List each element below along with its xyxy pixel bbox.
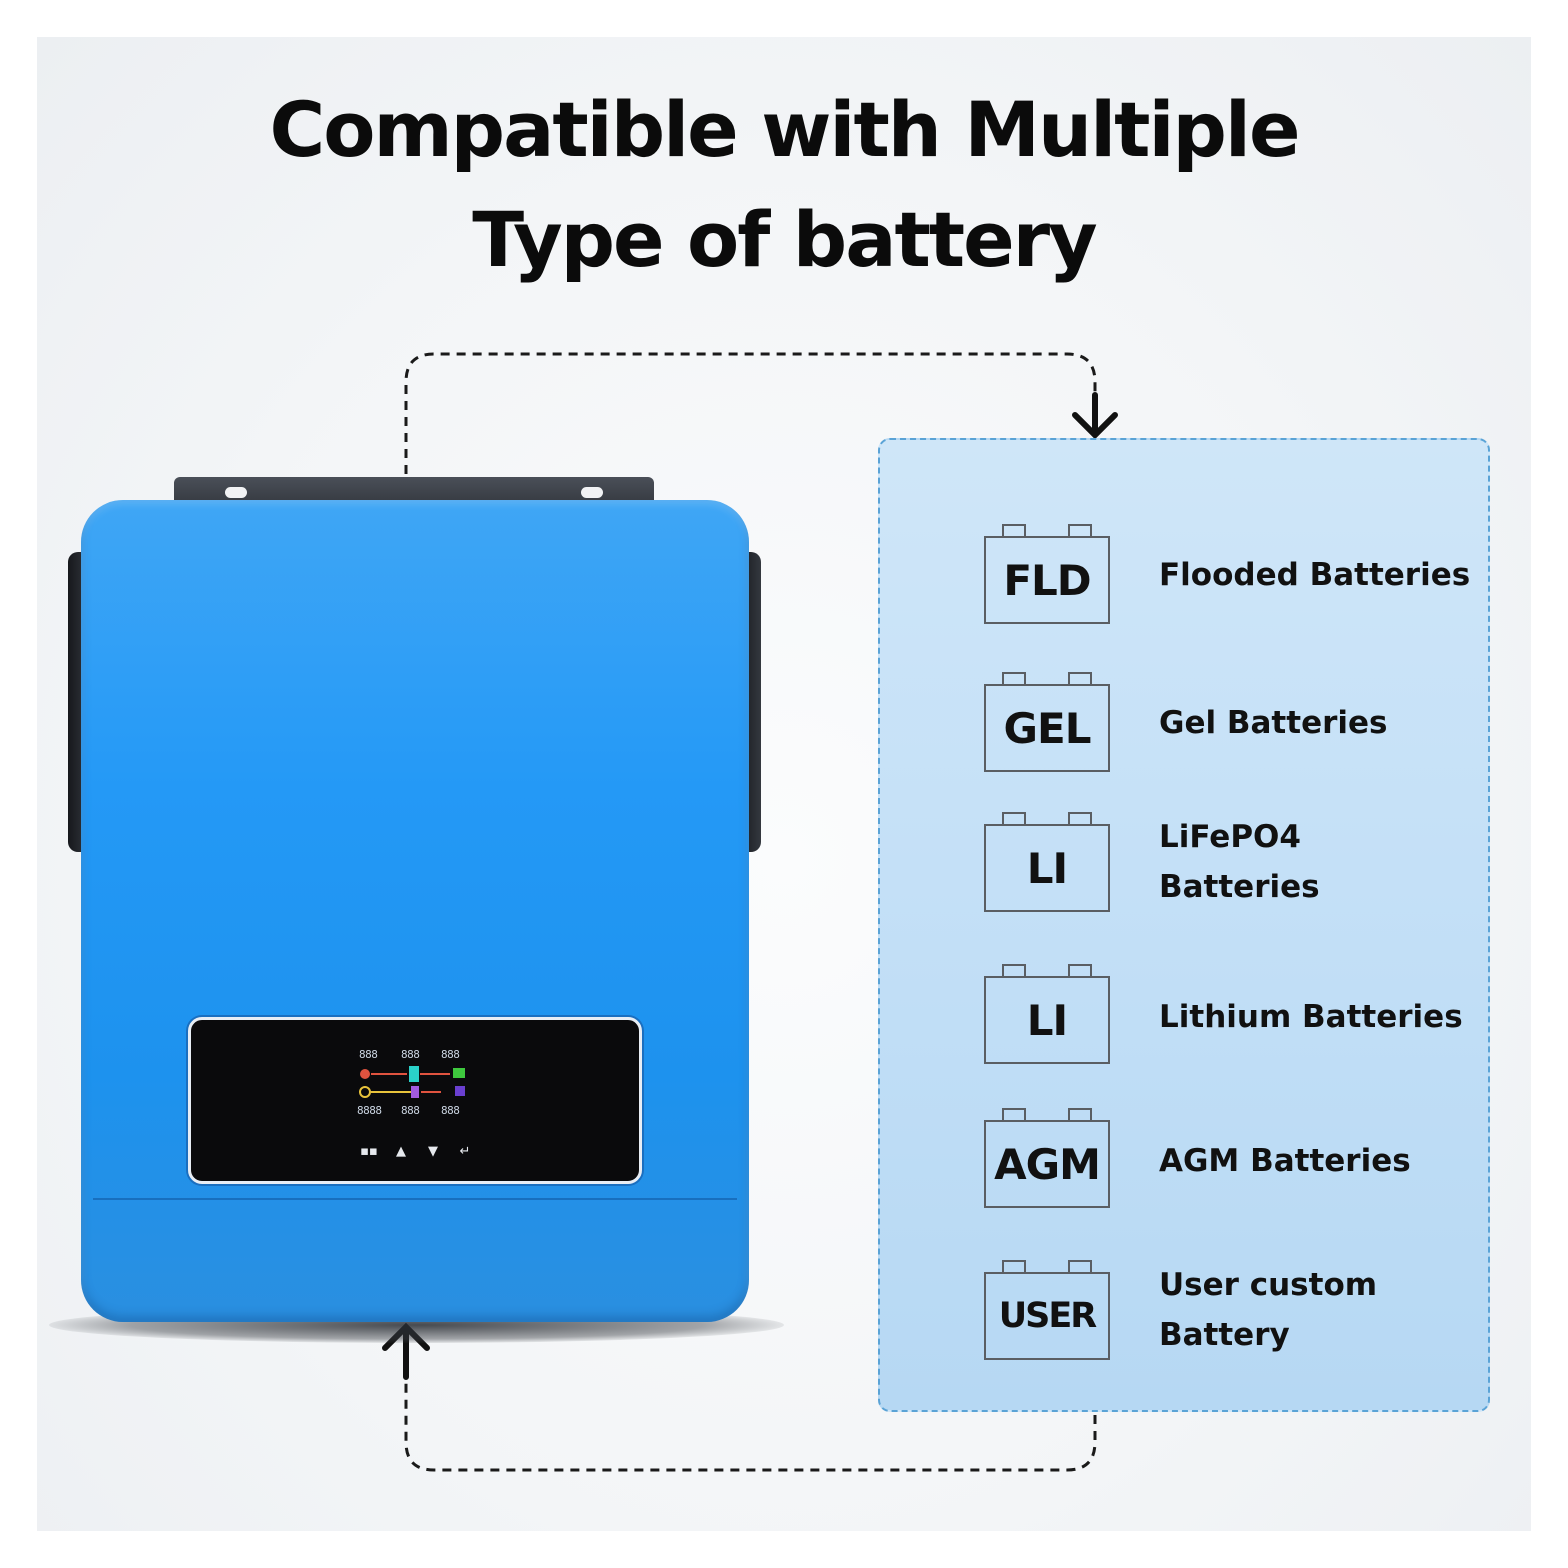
lcd-readout: 888 — [441, 1104, 460, 1117]
battery-case: LI — [984, 976, 1110, 1064]
battery-code: AGM — [994, 1139, 1101, 1189]
battery-icon — [411, 1086, 419, 1098]
battery-terminal — [1068, 1108, 1092, 1121]
flow-line — [421, 1091, 441, 1093]
battery-case: USER — [984, 1272, 1110, 1360]
battery-icon: USER — [984, 1260, 1110, 1360]
battery-row-agm: AGM AGM Batteries — [984, 1108, 1464, 1208]
battery-case: GEL — [984, 684, 1110, 772]
enter-key-icon[interactable]: ↵ — [459, 1144, 471, 1159]
lcd-readout: 888 — [441, 1048, 460, 1061]
battery-case: LI — [984, 824, 1110, 912]
lcd-readout: 888 — [401, 1048, 420, 1061]
battery-label: Flooded Batteries — [1159, 557, 1471, 593]
battery-terminal — [1002, 524, 1026, 537]
battery-terminal — [1068, 964, 1092, 977]
battery-case: FLD — [984, 536, 1110, 624]
battery-row-fld: FLD Flooded Batteries — [984, 524, 1470, 624]
battery-terminal — [1068, 672, 1092, 685]
lcd-screen: 888 888 888 8888 — [357, 1046, 479, 1122]
battery-label: LiFePO4 Batteries — [1159, 819, 1320, 905]
lcd-panel: 888 888 888 8888 — [188, 1017, 642, 1184]
battery-case: AGM — [984, 1120, 1110, 1208]
battery-code: USER — [998, 1296, 1097, 1336]
battery-terminal — [1002, 672, 1026, 685]
battery-code: FLD — [1003, 555, 1091, 605]
inverter-body: 888 888 888 8888 — [81, 500, 749, 1322]
body-seam — [93, 1198, 737, 1200]
battery-icon: FLD — [984, 524, 1110, 624]
inverter-icon — [409, 1066, 419, 1082]
status-icon — [455, 1086, 465, 1096]
flow-line — [371, 1073, 407, 1075]
battery-types-panel: FLD Flooded Batteries GEL Gel Batteries … — [878, 438, 1490, 1412]
battery-icon: GEL — [984, 672, 1110, 772]
connector-bottom-path — [404, 1352, 1097, 1472]
up-key-icon[interactable]: ▲ — [396, 1144, 406, 1159]
battery-icon: AGM — [984, 1108, 1110, 1208]
title-line-1: Compatible with Multiple — [269, 85, 1300, 174]
battery-label: Lithium Batteries — [1159, 999, 1463, 1035]
battery-code: LI — [1026, 995, 1068, 1045]
flow-line — [371, 1091, 411, 1093]
grid-icon — [359, 1086, 371, 1098]
mount-hole-right — [581, 487, 603, 498]
arrow-down-icon — [1072, 392, 1118, 440]
battery-terminal — [1068, 524, 1092, 537]
connector-top-path — [404, 352, 1097, 474]
solar-icon — [360, 1069, 370, 1079]
battery-terminal — [1002, 1260, 1026, 1273]
flow-line — [420, 1073, 450, 1075]
battery-label: AGM Batteries — [1159, 1143, 1411, 1179]
lcd-keypad: ▪▪ ▲ ▼ ↵ — [359, 1142, 479, 1162]
title-line-2: Type of battery — [472, 195, 1097, 284]
battery-icon: LI — [984, 964, 1110, 1064]
lcd-flow-diagram — [359, 1066, 465, 1098]
battery-label: Gel Batteries — [1159, 705, 1388, 741]
battery-row-gel: GEL Gel Batteries — [984, 672, 1464, 772]
battery-terminal — [1002, 812, 1026, 825]
page-title: Compatible with Multiple Type of battery — [37, 75, 1531, 295]
battery-row-lithium: LI Lithium Batteries — [984, 964, 1464, 1064]
lcd-readout: 888 — [359, 1048, 378, 1061]
battery-label: User custom Battery — [1159, 1267, 1378, 1353]
battery-code: LI — [1026, 843, 1068, 893]
load-icon — [453, 1068, 465, 1078]
inverter-image: 888 888 888 8888 — [37, 37, 1531, 1531]
battery-row-user: USER User custom Battery — [984, 1260, 1464, 1360]
mount-hole-left — [225, 487, 247, 498]
menu-key-icon[interactable]: ▪▪ — [360, 1144, 378, 1159]
battery-row-lifepo4: LI LiFePO4 Batteries — [984, 812, 1464, 912]
lcd-readout: 888 — [401, 1104, 420, 1117]
battery-terminal — [1002, 964, 1026, 977]
lcd-readout: 8888 — [357, 1104, 382, 1117]
battery-terminal — [1002, 1108, 1026, 1121]
battery-code: GEL — [1003, 703, 1092, 753]
down-key-icon[interactable]: ▼ — [428, 1144, 438, 1159]
product-infographic: Compatible with Multiple Type of battery… — [37, 37, 1531, 1531]
battery-terminal — [1068, 812, 1092, 825]
battery-terminal — [1068, 1260, 1092, 1273]
battery-icon: LI — [984, 812, 1110, 912]
